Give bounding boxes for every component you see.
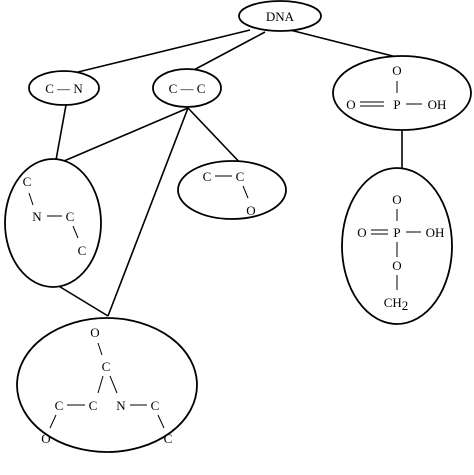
phosphate-ch2-o-top: O <box>392 192 401 207</box>
base-c-bottom: C <box>164 431 173 446</box>
base-n: N <box>116 398 126 413</box>
cn-label: C — N <box>45 81 83 96</box>
dna-label: DNA <box>266 9 295 24</box>
ring-n: N <box>32 209 42 224</box>
cn-node: C — N <box>28 70 100 106</box>
base-node: O C C C N C O C <box>16 317 198 453</box>
bond-ring-c-c <box>72 225 79 239</box>
ch-subscript: 2 <box>402 298 409 313</box>
ring-c-top: C <box>23 174 32 189</box>
ring-cnc-ellipse <box>4 158 102 288</box>
edge-cc-base <box>107 107 189 317</box>
phosphate-ch2-o-left: O <box>357 225 366 240</box>
ring-c-mid: C <box>66 209 75 224</box>
bond-cco-c-o <box>242 185 249 199</box>
base-o-bottom: O <box>41 431 50 446</box>
edge-ring-base <box>56 284 109 317</box>
base-c-right: C <box>151 398 160 413</box>
cc-label: C — C <box>169 81 206 96</box>
ch-text: CH <box>384 295 402 310</box>
bond-base-o-c <box>97 342 103 356</box>
cco-node: C C O <box>177 160 287 220</box>
base-c-left: C <box>55 398 64 413</box>
edge-cc-cco <box>187 107 246 169</box>
cn-node-ellipse <box>28 70 100 106</box>
bond-base-ctop-n <box>109 375 118 394</box>
edge-dna-cc <box>189 31 266 73</box>
bond-base-ctop-cmid <box>97 375 104 394</box>
phosphate-ch2-o-bottom: O <box>392 258 401 273</box>
phosphate-top-ellipse <box>332 55 472 131</box>
cc-node: C — C <box>152 68 222 108</box>
phosphate-ch2-oh: OH <box>426 225 445 240</box>
phosphate-top-node: O O P OH <box>332 55 472 131</box>
dna-node-ellipse <box>238 0 322 32</box>
phosphate-top-oh: OH <box>428 97 447 112</box>
cco-c1: C <box>203 169 212 184</box>
edge-dna-cn <box>77 29 251 73</box>
phosphate-ch2-node: O O P OH O CH2 <box>341 167 453 325</box>
base-o-top: O <box>90 325 99 340</box>
edge-cc-ring <box>56 107 189 165</box>
phosphate-top-p: P <box>393 97 400 112</box>
bond-ring-c-n <box>28 192 34 206</box>
ring-c-bottom: C <box>78 243 87 258</box>
cco-c2: C <box>236 169 245 184</box>
edge-cn-ring <box>55 104 67 161</box>
dna-node: DNA <box>238 0 322 32</box>
ring-cnc-node: C N C C <box>4 158 102 288</box>
cc-node-ellipse <box>152 68 222 108</box>
base-ellipse <box>16 317 198 453</box>
base-c-top: C <box>102 359 111 374</box>
cco-o: O <box>246 203 255 218</box>
base-c-mid: C <box>89 398 98 413</box>
phosphate-top-o-left: O <box>346 97 355 112</box>
phosphate-ch2-ch: CH2 <box>384 295 409 313</box>
phosphate-top-o-top: O <box>392 63 401 78</box>
cco-ellipse <box>177 160 287 220</box>
bond-base-cleft-o <box>49 414 57 429</box>
bond-base-cright-c <box>157 414 165 429</box>
edges <box>55 29 433 317</box>
phosphate-ch2-p: P <box>393 225 400 240</box>
